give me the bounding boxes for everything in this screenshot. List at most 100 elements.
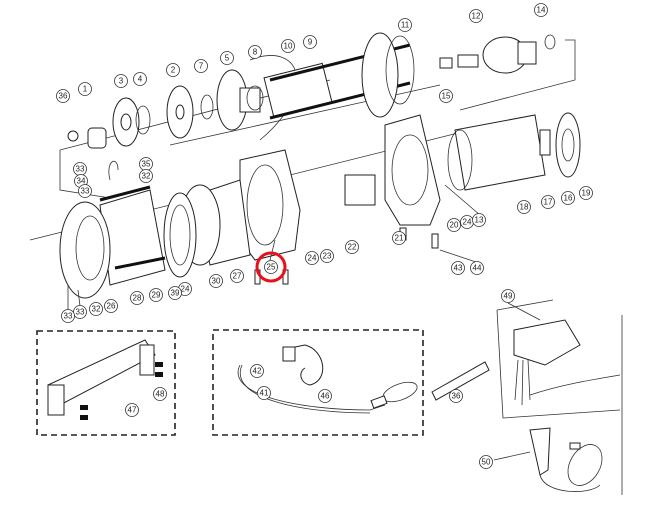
planetary-gears <box>67 69 264 149</box>
part-label-33: 33 <box>61 309 75 323</box>
label-text: 22 <box>348 243 357 252</box>
label-text: 24 <box>308 254 317 263</box>
label-text: 32 <box>142 172 151 181</box>
label-circle <box>89 302 103 316</box>
cable-and-hook <box>237 344 418 414</box>
part-label-16: 16 <box>561 191 575 205</box>
mounting-plate <box>47 339 163 420</box>
label-text: 8 <box>253 48 258 57</box>
part-label-15: 15 <box>439 89 453 103</box>
part-label-30: 30 <box>209 274 223 288</box>
part-label-9: 9 <box>303 35 317 49</box>
label-circle <box>194 59 208 73</box>
label-text: 33 <box>64 312 73 321</box>
part-label-48: 48 <box>153 387 167 401</box>
label-text: 24 <box>463 218 472 227</box>
label-text: 26 <box>107 302 116 311</box>
label-circle <box>153 387 167 401</box>
part-label-20: 20 <box>447 218 461 232</box>
label-circle <box>439 89 453 103</box>
label-text: 3 <box>119 77 124 86</box>
label-circle <box>345 240 359 254</box>
part-label-11: 11 <box>398 18 412 32</box>
label-text: 33 <box>81 187 90 196</box>
label-text: 32 <box>92 305 101 314</box>
fairlead-bar <box>431 361 490 401</box>
label-circle <box>281 39 295 53</box>
label-text: 15 <box>442 92 451 101</box>
label-text: 2 <box>171 66 176 75</box>
label-circle <box>114 74 128 88</box>
part-label-19: 19 <box>579 186 593 200</box>
part-label-25: 25 <box>264 260 278 274</box>
label-circle <box>78 82 92 96</box>
label-text: 50 <box>482 458 491 467</box>
part-label-22: 22 <box>345 240 359 254</box>
part-label-5: 5 <box>220 51 234 65</box>
part-label-17: 17 <box>541 195 555 209</box>
label-circle <box>248 45 262 59</box>
label-text: 33 <box>76 308 85 317</box>
part-label-12: 12 <box>469 9 483 23</box>
motor-armature <box>439 34 576 111</box>
part-label-32: 32 <box>139 169 153 183</box>
label-text: 14 <box>537 6 546 15</box>
label-circle <box>125 403 139 417</box>
label-circle <box>257 386 271 400</box>
label-circle <box>541 195 555 209</box>
label-circle <box>139 169 153 183</box>
label-text: 24 <box>181 285 190 294</box>
label-circle <box>130 291 144 305</box>
part-label-50: 50 <box>479 455 493 469</box>
remote-control <box>529 427 603 492</box>
part-label-23: 23 <box>320 249 334 263</box>
mount-kit-box <box>36 330 176 436</box>
part-label-4: 4 <box>133 72 147 86</box>
label-text: 49 <box>504 292 513 301</box>
part-label-36: 36 <box>449 389 463 403</box>
label-text: 48 <box>156 390 165 399</box>
label-circle <box>78 184 92 198</box>
part-label-28: 28 <box>130 291 144 305</box>
label-circle <box>320 249 334 263</box>
label-text: 41 <box>260 389 269 398</box>
label-circle <box>561 191 575 205</box>
label-circle <box>166 63 180 77</box>
label-circle <box>398 18 412 32</box>
label-circle <box>56 89 70 103</box>
label-text: 4 <box>138 75 143 84</box>
label-text: 10 <box>284 42 293 51</box>
label-text: 28 <box>133 294 142 303</box>
highlight-circle-part-25 <box>255 251 287 283</box>
label-text: 29 <box>152 291 161 300</box>
gearbox-housing <box>344 114 441 249</box>
label-circle <box>318 389 332 403</box>
label-text: 19 <box>582 189 591 198</box>
part-label-3: 3 <box>114 74 128 88</box>
label-circle <box>447 218 461 232</box>
label-circle <box>472 213 486 227</box>
label-text: 36 <box>59 92 68 101</box>
part-label-33: 33 <box>73 305 87 319</box>
part-label-33: 33 <box>78 184 92 198</box>
drum-rods <box>249 32 415 141</box>
part-label-24: 24 <box>460 215 474 229</box>
label-circle <box>133 72 147 86</box>
drum <box>59 160 251 299</box>
label-circle <box>168 286 182 300</box>
part-label-47: 47 <box>125 403 139 417</box>
label-circle <box>449 389 463 403</box>
part-label-2: 2 <box>166 63 180 77</box>
label-circle <box>149 288 163 302</box>
label-text: 46 <box>321 392 330 401</box>
part-label-35: 35 <box>139 157 153 171</box>
part-label-24: 24 <box>305 251 319 265</box>
part-label-32: 32 <box>89 302 103 316</box>
label-text: 27 <box>233 272 242 281</box>
part-label-29: 29 <box>149 288 163 302</box>
label-text: 16 <box>564 194 573 203</box>
part-label-27: 27 <box>230 269 244 283</box>
label-text: 34 <box>77 177 86 186</box>
label-text: 18 <box>520 203 529 212</box>
